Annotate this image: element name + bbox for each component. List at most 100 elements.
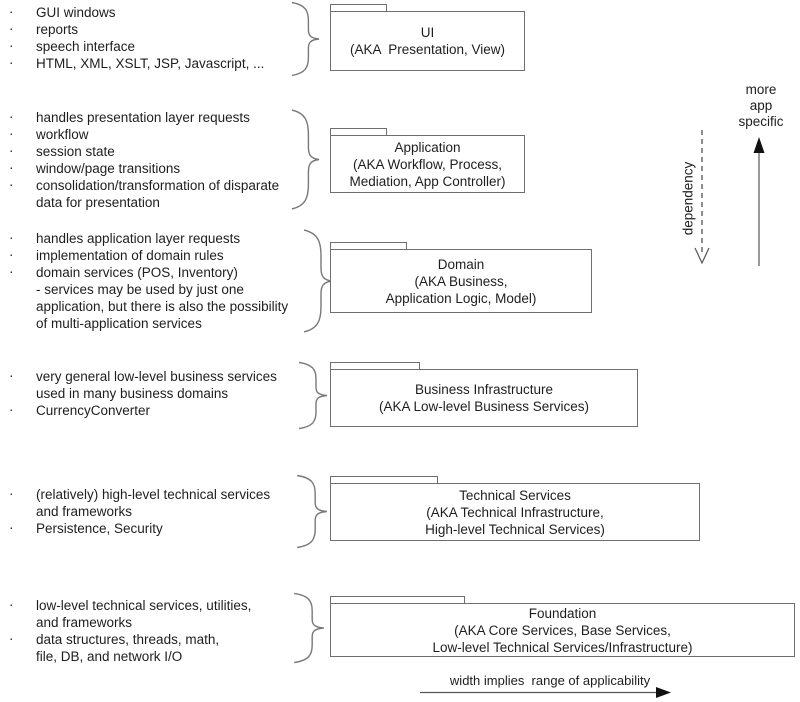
continuation-line: - services may be used by just one [6, 281, 288, 298]
package-aka: High-level Technical Services) [425, 521, 605, 537]
note-text: data structures, threads, math, [36, 632, 220, 647]
bullet-line: ·implementation of domain rules [6, 247, 288, 264]
note-text: very general low-level business services [36, 369, 277, 384]
package-title: Foundation [528, 605, 597, 621]
bullet-dot: · [9, 55, 14, 70]
bullet-dot: · [9, 597, 14, 612]
package-tab [330, 242, 407, 249]
package-body: Foundation (AKA Core Services, Base Serv… [330, 603, 795, 657]
note-text: session state [36, 144, 115, 159]
bullet-dot: · [9, 126, 14, 141]
package-ui: UI (AKA Presentation, View) [330, 4, 525, 71]
note-text: handles presentation layer requests [36, 110, 250, 125]
package-body: Domain (AKA Business, Application Logic,… [330, 249, 592, 313]
bullet-line: · speech interface [6, 38, 264, 55]
note-text: - services may be used by just one [36, 282, 244, 297]
package-tab [330, 362, 420, 369]
business-infrastructure-notes: ·very general low-level business service… [6, 368, 277, 419]
package-application: Application (AKA Workflow, Process, Medi… [330, 128, 525, 193]
bullet-dot: · [9, 247, 14, 262]
bullet-dot: · [9, 4, 14, 19]
note-text: domain services (POS, Inventory) [36, 265, 238, 280]
note-text: (relatively) high-level technical servic… [36, 487, 271, 502]
curly-brace-icon [289, 1, 322, 77]
package-aka: Mediation, App Controller) [349, 173, 506, 189]
dependency-label: dependency [680, 161, 696, 236]
continuation-line: and frameworks [6, 614, 251, 631]
note-text: low-level technical services, utilities, [36, 598, 252, 613]
package-title: UI [420, 25, 435, 40]
package-body: Application (AKA Workflow, Process, Medi… [330, 135, 525, 193]
domain-notes: ·handles application layer requests ·imp… [6, 230, 288, 332]
package-aka: (AKA Low-level Business Services) [378, 399, 590, 414]
package-aka: (AKA Presentation, View) [349, 42, 506, 57]
note-text: HTML, XML, XSLT, JSP, Javascript, ... [36, 56, 265, 71]
continuation-line: used in many business domains [6, 385, 277, 402]
note-text: GUI windows [36, 5, 116, 20]
bullet-line: ·handles application layer requests [6, 230, 288, 247]
note-text: workflow [36, 127, 89, 142]
package-title: Technical Services [459, 487, 571, 503]
applicability-arrow-icon [420, 687, 671, 698]
bullet-line: · low-level technical services, utilities… [6, 597, 251, 614]
bullet-line: · domain services (POS, Inventory) [6, 264, 288, 281]
up-arrow-icon [753, 137, 765, 266]
more-app-specific-label: more app specific [738, 82, 784, 129]
package-aka: (AKA Workflow, Process, [352, 156, 503, 172]
package-tab [330, 596, 465, 603]
note-text: reports [36, 22, 79, 37]
bullet-line: · handles presentation layer requests [6, 109, 279, 126]
note-text: window/page transitions [36, 161, 181, 176]
ui-notes: ·GUI windows ·reports ·speech interface … [6, 4, 264, 72]
note-text: used in many business domains [36, 386, 229, 401]
note-text: speech interface [36, 39, 136, 54]
bullet-line: ·(relatively) high-level technical servi… [6, 486, 270, 503]
foundation-notes: · low-level technical services, utilities… [6, 597, 251, 665]
package-aka: (AKA Business, [414, 273, 508, 289]
bullet-dot: · [9, 109, 14, 124]
bullet-dot: · [9, 38, 14, 53]
continuation-line: application, but there is also the possi… [6, 298, 288, 315]
bullet-dot: · [9, 230, 14, 245]
bullet-dot: · [9, 177, 14, 192]
continuation-line: file, DB, and network I/O [6, 648, 251, 665]
note-text: consolidation/transformation of disparat… [36, 178, 280, 193]
package-aka: (AKA Core Services, Base Services, [454, 622, 671, 638]
package-aka: Low-level Technical Services/Infrastruct… [432, 639, 693, 655]
continuation-line: and frameworks [6, 503, 270, 520]
note-text: and frameworks [36, 504, 133, 519]
bullet-line: ·Persistence, Security [6, 520, 270, 537]
package-aka: Application Logic, Model) [385, 290, 537, 306]
bullet-line: · GUI windows [6, 4, 264, 21]
bullet-line: ·very general low-level business service… [6, 368, 277, 385]
bullet-dot: · [9, 143, 14, 158]
package-body: Business Infrastructure (AKA Low-level B… [330, 369, 638, 427]
bullet-line: ·window/page transitions [6, 160, 279, 177]
continuation-line: of multi-application services [6, 315, 288, 332]
curly-brace-icon [296, 361, 330, 430]
note-text: data for presentation [36, 195, 160, 210]
bullet-dot: · [9, 264, 14, 279]
package-foundation: Foundation (AKA Core Services, Base Serv… [330, 596, 795, 657]
package-tab [330, 128, 387, 135]
package-tab [330, 4, 387, 11]
package-title: Business Infrastructure [414, 382, 554, 397]
note-text: and frameworks [36, 615, 133, 630]
package-body: Technical Services (AKA Technical Infras… [330, 483, 700, 541]
package-tab [330, 476, 438, 483]
dependency-arrow-icon [694, 130, 710, 265]
bullet-line: · session state [6, 143, 279, 160]
width-axis-label: width implies range of applicability [449, 673, 651, 688]
bullet-line: ·reports [6, 21, 264, 38]
package-body: UI (AKA Presentation, View) [330, 11, 525, 71]
note-text: of multi-application services [36, 316, 202, 331]
package-title: Application [394, 139, 461, 155]
bullet-line: ·data structures, threads, math, [6, 631, 251, 648]
note-text: file, DB, and network I/O [36, 649, 183, 664]
package-domain: Domain (AKA Business, Application Logic,… [330, 242, 592, 313]
continuation-line: data for presentation [6, 194, 279, 211]
bullet-line: · HTML, XML, XSLT, JSP, Javascript, ... [6, 55, 264, 72]
curly-brace-icon [294, 474, 330, 549]
curly-brace-icon [291, 592, 327, 664]
